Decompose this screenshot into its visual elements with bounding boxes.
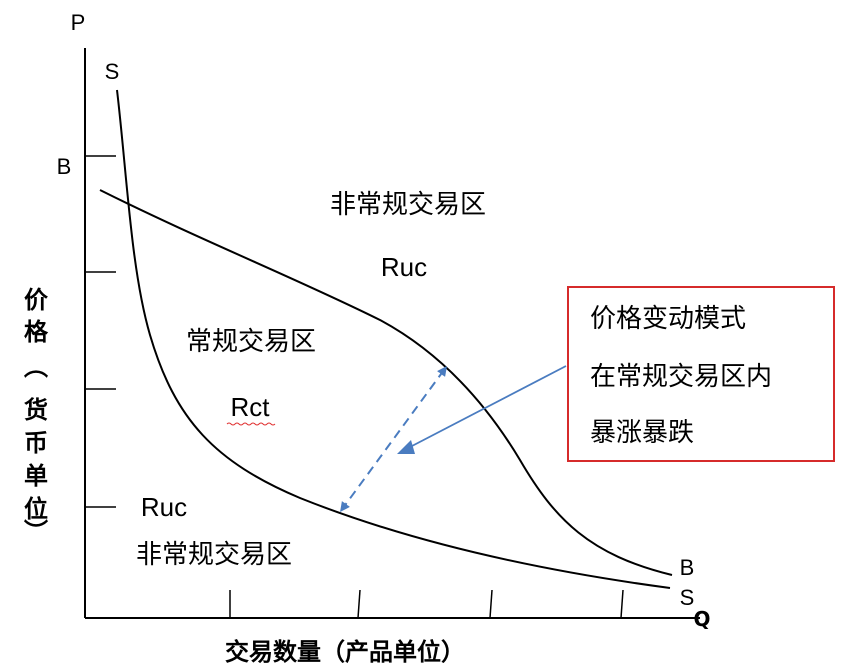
y-axis-letter: P (71, 10, 86, 35)
s-curve (116, 89, 671, 589)
y-axis-title-char: 单 (24, 462, 48, 490)
lower-region-title: 非常规交易区 (136, 540, 292, 570)
x-tick (357, 589, 361, 619)
callout-line-2: 在常规交易区内 (590, 362, 772, 392)
x-tick (489, 589, 493, 619)
upper-region-title: 非常规交易区 (330, 190, 486, 220)
y-axis-title-char: 格 (24, 318, 49, 346)
lower-region-code: Ruc (141, 492, 187, 522)
b-curve (99, 189, 673, 576)
y-axis-title-char: 货 (24, 396, 48, 424)
callout-line-3: 暴涨暴跌 (590, 418, 694, 448)
dashed-double-arrow (340, 365, 447, 513)
s-bottom-label: S (680, 585, 695, 610)
b-bottom-label: B (680, 555, 695, 580)
s-top-label: S (105, 59, 120, 84)
y-axis-title-char: 位 (24, 495, 48, 523)
callout-box (567, 286, 835, 462)
callout-pointer-line (411, 365, 567, 447)
x-tick (620, 589, 624, 619)
y-axis-title-char: 币 (24, 429, 48, 457)
y-axis-title: 价 格 ︵ 货 币 单 位 ︶ (24, 286, 49, 546)
x-axis-title: 交易数量（产品单位） (225, 638, 465, 666)
y-axis-title-char: ︶ (24, 518, 48, 546)
callout-line-1: 价格变动模式 (590, 304, 746, 334)
middle-region-code: Rct (231, 392, 271, 422)
y-axis-title-char: 价 (24, 286, 49, 314)
y-axis-title-char: ︵ (24, 353, 48, 381)
b-top-label: B (57, 154, 72, 179)
x-axis-letter: Q (693, 607, 710, 631)
spellcheck-squiggle (226, 422, 276, 426)
upper-region-code: Ruc (381, 252, 427, 282)
callout-pointer-head (397, 440, 415, 454)
middle-region-title: 常规交易区 (186, 327, 316, 357)
